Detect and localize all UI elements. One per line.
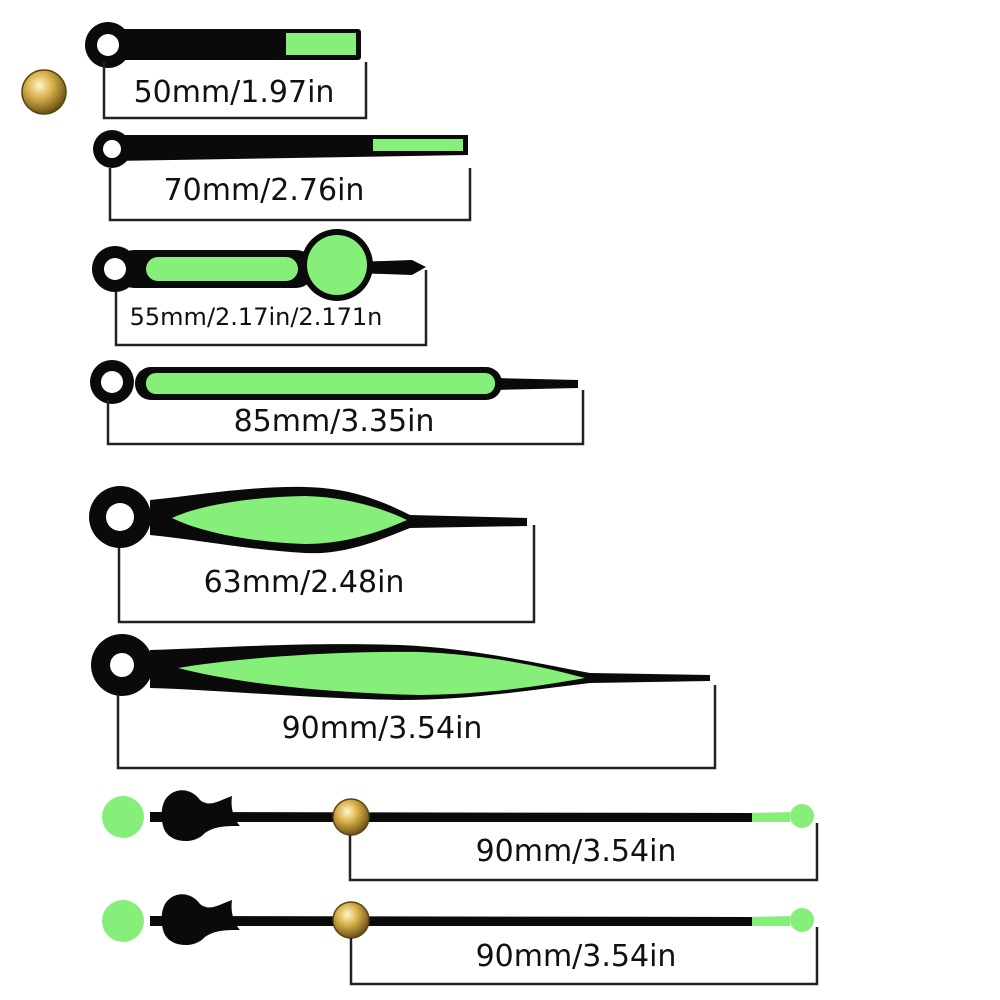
dimension-label: 55mm/2.17in/2.171n: [130, 303, 383, 331]
dimension-bracket: [102, 62, 368, 120]
gold-cap-nut-icon: [21, 69, 67, 115]
dimension-label: 85mm/3.35in: [234, 404, 435, 439]
dimension-label: 90mm/3.54in: [476, 834, 677, 869]
dimension-label: 50mm/1.97in: [134, 75, 335, 110]
hand-70mm: 70mm/2.76in: [93, 130, 472, 222]
dimension-bracket: [116, 685, 717, 770]
second-hand-2: 90mm/3.54in: [102, 894, 819, 986]
dimension-label: 63mm/2.48in: [204, 565, 405, 600]
hand-50mm: 50mm/1.97in: [85, 22, 368, 120]
dimension-bracket: [114, 270, 428, 347]
dimension-label: 70mm/2.76in: [164, 173, 365, 208]
hand-63mm: 63mm/2.48in: [89, 486, 536, 624]
dimension-bracket: [348, 823, 819, 882]
hand-55mm: 55mm/2.17in/2.171n: [92, 229, 428, 347]
gold-hub-icon: [332, 901, 370, 939]
dimension-label: 90mm/3.54in: [282, 711, 483, 746]
dimension-label: 90mm/3.54in: [476, 939, 677, 974]
dimension-bracket: [108, 168, 472, 222]
hand-90mm: 90mm/3.54in: [91, 634, 717, 770]
dimension-bracket: [349, 927, 819, 986]
hand-85mm: 85mm/3.35in: [90, 360, 585, 446]
second-hand-1: 90mm/3.54in: [102, 790, 819, 882]
dimension-bracket: [117, 525, 536, 624]
dimension-bracket: [106, 390, 585, 446]
gold-hub-icon: [332, 798, 370, 836]
